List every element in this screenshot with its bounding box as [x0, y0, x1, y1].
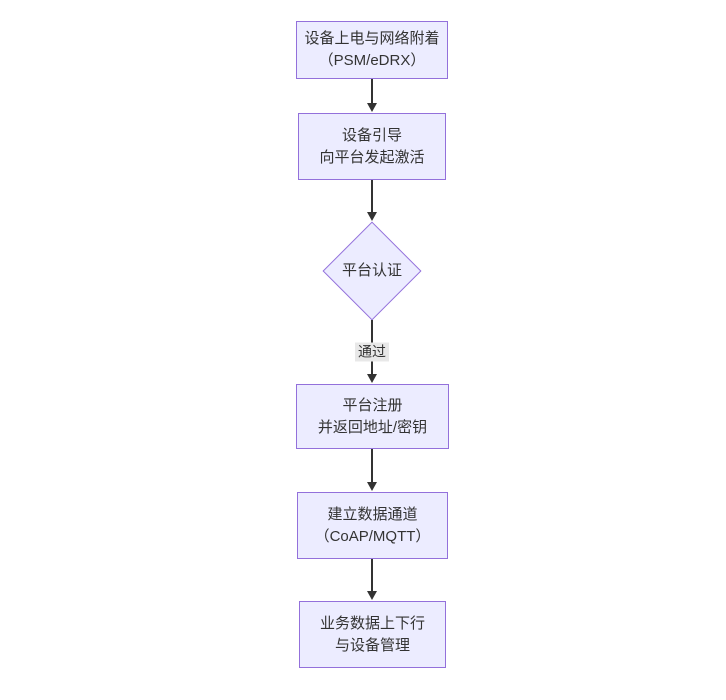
edge-line-d-e — [371, 449, 373, 482]
node-device-power-attach: 设备上电与网络附着 （PSM/eDRX） — [296, 21, 448, 79]
node-text-line: 与设备管理 — [334, 636, 410, 654]
arrow-head-icon — [367, 482, 377, 491]
node-text-line: 向平台发起激活 — [319, 148, 425, 166]
node-text-line: 设备引导 — [341, 126, 402, 144]
node-text-line: 建立数据通道 — [327, 505, 418, 523]
node-platform-register: 平台注册 并返回地址/密钥 — [296, 384, 449, 449]
node-text-line: 平台注册 — [342, 396, 403, 414]
node-text-line: 设备上电与网络附着 — [304, 30, 440, 47]
arrow-head-icon — [367, 103, 377, 112]
edge-label-pass: 通过 — [355, 342, 389, 362]
arrow-head-icon — [367, 212, 377, 221]
edge-line-b-c — [371, 180, 373, 212]
edge-line-e-f — [371, 559, 373, 591]
node-data-channel: 建立数据通道 （CoAP/MQTT） — [297, 492, 448, 559]
node-text-line: 并返回地址/密钥 — [317, 418, 428, 436]
arrow-head-icon — [367, 374, 377, 383]
node-business-data: 业务数据上下行 与设备管理 — [299, 601, 446, 668]
node-text-line: （CoAP/MQTT） — [314, 527, 431, 545]
decision-text: 平台认证 — [341, 262, 402, 279]
node-text-line: （PSM/eDRX） — [318, 52, 426, 69]
edge-line-a-b — [371, 79, 373, 103]
node-device-bootstrap: 设备引导 向平台发起激活 — [298, 113, 446, 180]
node-text-line: 业务数据上下行 — [319, 614, 425, 632]
arrow-head-icon — [367, 591, 377, 600]
